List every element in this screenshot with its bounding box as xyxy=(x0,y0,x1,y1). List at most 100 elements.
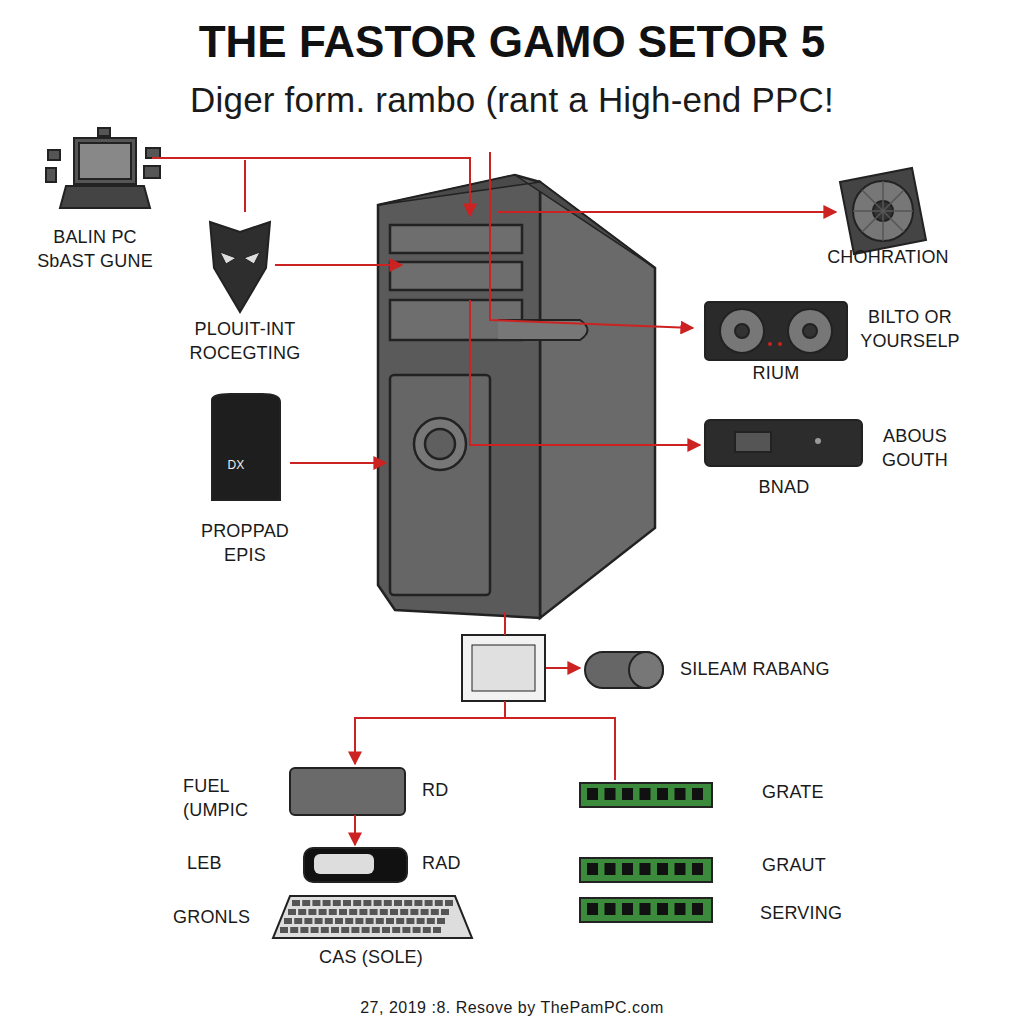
key xyxy=(441,909,449,915)
ram-chip xyxy=(587,863,598,875)
part-label: PLOUIT-INT ROCEGTING xyxy=(185,318,305,365)
caption: 27, 2019 :8. Resove by ThePamPC.com xyxy=(360,998,664,1019)
key xyxy=(433,927,441,933)
key xyxy=(325,918,333,924)
key xyxy=(382,927,390,933)
key xyxy=(288,909,296,915)
speaker-mark: DX xyxy=(227,458,244,474)
ram-chip xyxy=(622,903,633,915)
fan-icon xyxy=(840,168,926,254)
key xyxy=(363,900,371,906)
key xyxy=(414,900,422,906)
ram-chip xyxy=(657,788,668,800)
part-label: RIUM xyxy=(753,362,800,385)
key xyxy=(394,900,402,906)
key xyxy=(331,927,339,933)
key xyxy=(362,927,370,933)
subtitle: Diger form. rambo (rant a High-end PPC! xyxy=(190,77,834,123)
key xyxy=(341,927,349,933)
key xyxy=(353,900,361,906)
ram-chip xyxy=(587,788,598,800)
key xyxy=(300,927,308,933)
ram-chip xyxy=(640,903,651,915)
key xyxy=(351,927,359,933)
graphics-card-icon xyxy=(705,302,847,360)
part-label: SERVING xyxy=(760,902,842,925)
key xyxy=(284,918,292,924)
key xyxy=(349,909,357,915)
key xyxy=(315,918,323,924)
part-label: LEB xyxy=(187,852,222,875)
key xyxy=(421,909,429,915)
key xyxy=(321,927,329,933)
key xyxy=(355,918,363,924)
ram-chip xyxy=(587,903,598,915)
key xyxy=(304,918,312,924)
key xyxy=(292,900,300,906)
component-box xyxy=(273,768,472,938)
key xyxy=(312,900,320,906)
key xyxy=(384,900,392,906)
ram-chip xyxy=(657,903,668,915)
part-label: ABOUS GOUTH xyxy=(875,425,955,472)
key xyxy=(302,900,310,906)
key xyxy=(390,909,398,915)
leader-lines xyxy=(152,152,836,845)
ram-chip xyxy=(640,788,651,800)
ram-chip xyxy=(640,863,651,875)
ram-chip xyxy=(675,903,686,915)
key xyxy=(380,909,388,915)
part-label: RAD xyxy=(422,852,461,875)
part-label: CAS (SOLE) xyxy=(319,946,423,969)
key xyxy=(404,900,412,906)
key xyxy=(323,900,331,906)
key xyxy=(339,909,347,915)
part-label: RD xyxy=(422,779,448,802)
key xyxy=(308,909,316,915)
ram-stick xyxy=(580,858,712,882)
key xyxy=(319,909,327,915)
speaker-icon xyxy=(212,394,280,500)
key xyxy=(359,909,367,915)
part-label: BALIN PC SbAST GUNE xyxy=(30,226,160,273)
key xyxy=(335,918,343,924)
key xyxy=(294,918,302,924)
key xyxy=(372,927,380,933)
drive-icon xyxy=(705,420,862,466)
key xyxy=(366,918,374,924)
cylinder-icon xyxy=(585,652,663,688)
part-label: PROPPAD EPIS xyxy=(195,520,295,567)
ram-chip xyxy=(605,863,616,875)
ram-chip xyxy=(622,788,633,800)
key xyxy=(392,927,400,933)
part-label: GRAUT xyxy=(762,854,826,877)
key xyxy=(345,918,353,924)
ram-chip xyxy=(675,863,686,875)
part-label: SILEAM RABANG xyxy=(680,658,830,681)
key xyxy=(386,918,394,924)
pc-tower xyxy=(378,175,655,618)
ram-chip xyxy=(605,788,616,800)
key xyxy=(374,900,382,906)
key xyxy=(402,927,410,933)
key xyxy=(396,918,404,924)
key xyxy=(290,927,298,933)
part-label: BILTO OR YOURSELP xyxy=(860,306,960,353)
key xyxy=(406,918,414,924)
key xyxy=(343,900,351,906)
ram-stick xyxy=(580,783,712,807)
part-label: FUEL (UMPIC xyxy=(183,775,273,822)
key xyxy=(370,909,378,915)
part-label: BNAD xyxy=(759,476,810,499)
key xyxy=(425,900,433,906)
ram-chip xyxy=(692,903,703,915)
title: THE FASTOR GAMO SETOR 5 xyxy=(199,13,826,70)
mask-icon xyxy=(210,222,270,312)
key xyxy=(435,900,443,906)
key xyxy=(423,927,431,933)
key xyxy=(431,909,439,915)
key xyxy=(400,909,408,915)
part-label: CHOHRATION xyxy=(827,246,949,269)
chip-icon xyxy=(462,635,545,701)
